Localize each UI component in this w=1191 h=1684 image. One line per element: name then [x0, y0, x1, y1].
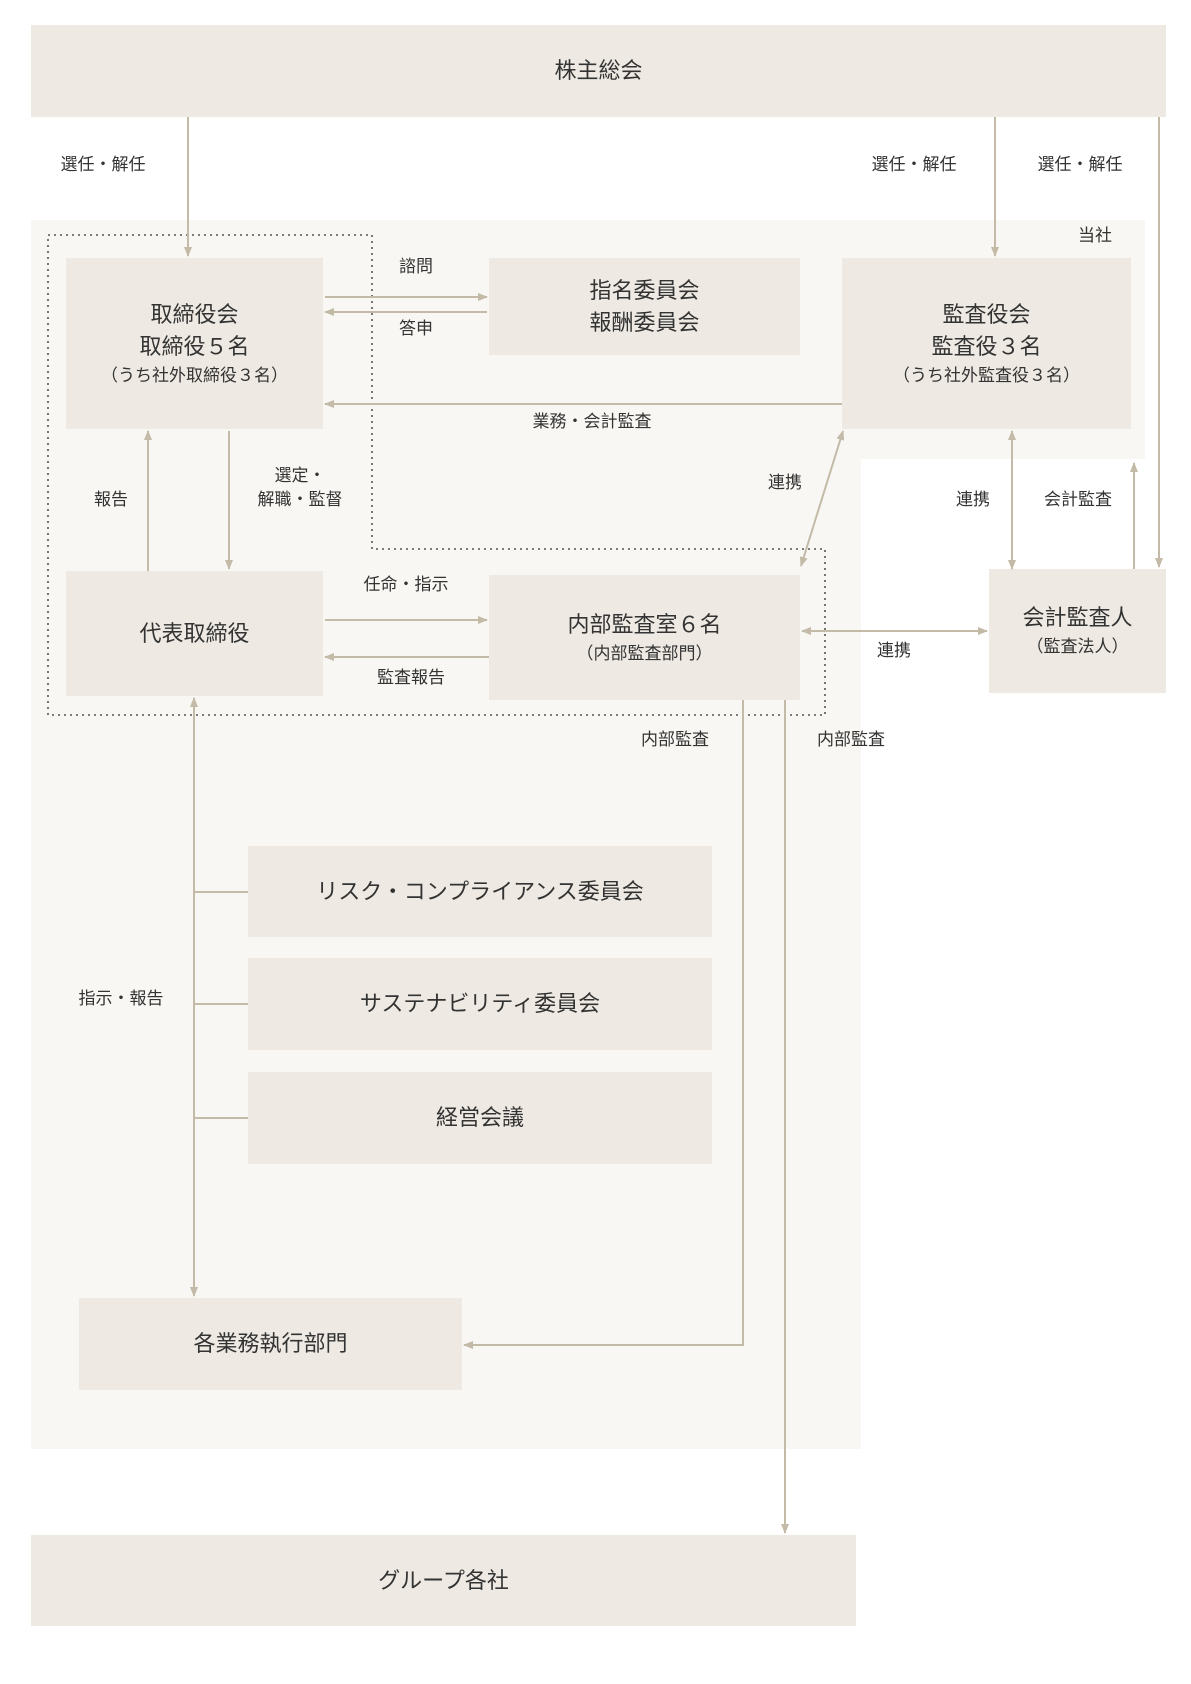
risk-compliance-committee-box: リスク・コンプライアンス委員会 — [248, 846, 712, 937]
audit-board-count: 監査役３名 — [931, 333, 1042, 359]
board-outside-count: （うち社外取締役３名） — [101, 365, 288, 385]
committees-box: 指名委員会 報酬委員会 — [489, 258, 800, 355]
company-label: 当社 — [1078, 226, 1112, 246]
sustainability-committee-label: サステナビリティ委員会 — [359, 991, 601, 1017]
management-meeting-box: 経営会議 — [248, 1072, 712, 1164]
label-instruct-report: 指示・報告 — [78, 989, 164, 1009]
label-cooperation-internal-audit-board: 連携 — [768, 473, 802, 493]
label-select-dismiss-line1: 選定・ — [274, 466, 326, 486]
accounting-auditor-box: 会計監査人 （監査法人） — [989, 569, 1166, 693]
audit-board-outside-count: （うち社外監査役３名） — [893, 365, 1080, 385]
label-internal-audit-group: 内部監査 — [817, 730, 885, 750]
arrow-internal-audit-divisions — [463, 700, 744, 1349]
business-divisions-label: 各業務執行部門 — [193, 1331, 348, 1357]
label-business-accounting-audit: 業務・会計監査 — [532, 412, 652, 432]
governance-dotted-boundary — [47, 234, 826, 716]
shareholders-meeting-label: 株主総会 — [554, 58, 643, 84]
arrow-cooperation-internal-audit-board — [799, 430, 845, 567]
management-meeting-label: 経営会議 — [435, 1105, 524, 1131]
label-consultation: 諮問 — [399, 257, 433, 277]
sustainability-committee-box: サステナビリティ委員会 — [248, 958, 712, 1050]
group-companies-box: グループ各社 — [31, 1535, 856, 1626]
label-cooperation-internal-accounting: 連携 — [877, 641, 911, 661]
accounting-auditor-title: 会計監査人 — [1022, 605, 1133, 631]
label-appoint-instruct: 任命・指示 — [363, 575, 449, 595]
representative-director-label: 代表取締役 — [139, 620, 250, 646]
label-select-dismiss-line2: 解職・監督 — [257, 490, 343, 510]
accounting-auditor-subtitle: （監査法人） — [1026, 637, 1129, 657]
shareholders-meeting-box: 株主総会 — [31, 25, 1166, 117]
nomination-committee-label: 指名委員会 — [589, 277, 700, 303]
representative-director-box: 代表取締役 — [66, 571, 323, 696]
label-report: 報告 — [94, 490, 128, 510]
label-elect-accounting-auditor: 選任・解任 — [1037, 155, 1123, 175]
label-audit-report: 監査報告 — [377, 668, 445, 688]
label-response: 答申 — [399, 319, 433, 339]
board-title: 取締役会 — [150, 301, 239, 327]
board-of-directors-box: 取締役会 取締役５名 （うち社外取締役３名） — [66, 258, 323, 429]
label-elect-audit-board: 選任・解任 — [871, 155, 957, 175]
label-cooperation-audit-board-accounting: 連携 — [956, 490, 990, 510]
internal-audit-title: 内部監査室６名 — [567, 611, 722, 637]
audit-board-title: 監査役会 — [942, 301, 1031, 327]
label-internal-audit-divisions: 内部監査 — [641, 730, 709, 750]
internal-audit-box: 内部監査室６名 （内部監査部門） — [489, 575, 800, 700]
label-elect-board: 選任・解任 — [60, 155, 146, 175]
label-accounting-audit: 会計監査 — [1044, 490, 1112, 510]
business-divisions-box: 各業務執行部門 — [79, 1298, 462, 1390]
audit-board-box: 監査役会 監査役３名 （うち社外監査役３名） — [842, 258, 1131, 429]
board-count: 取締役５名 — [139, 333, 250, 359]
compensation-committee-label: 報酬委員会 — [589, 309, 700, 335]
internal-audit-subtitle: （内部監査部門） — [576, 643, 713, 663]
group-companies-label: グループ各社 — [378, 1567, 509, 1593]
risk-compliance-committee-label: リスク・コンプライアンス委員会 — [316, 878, 644, 904]
